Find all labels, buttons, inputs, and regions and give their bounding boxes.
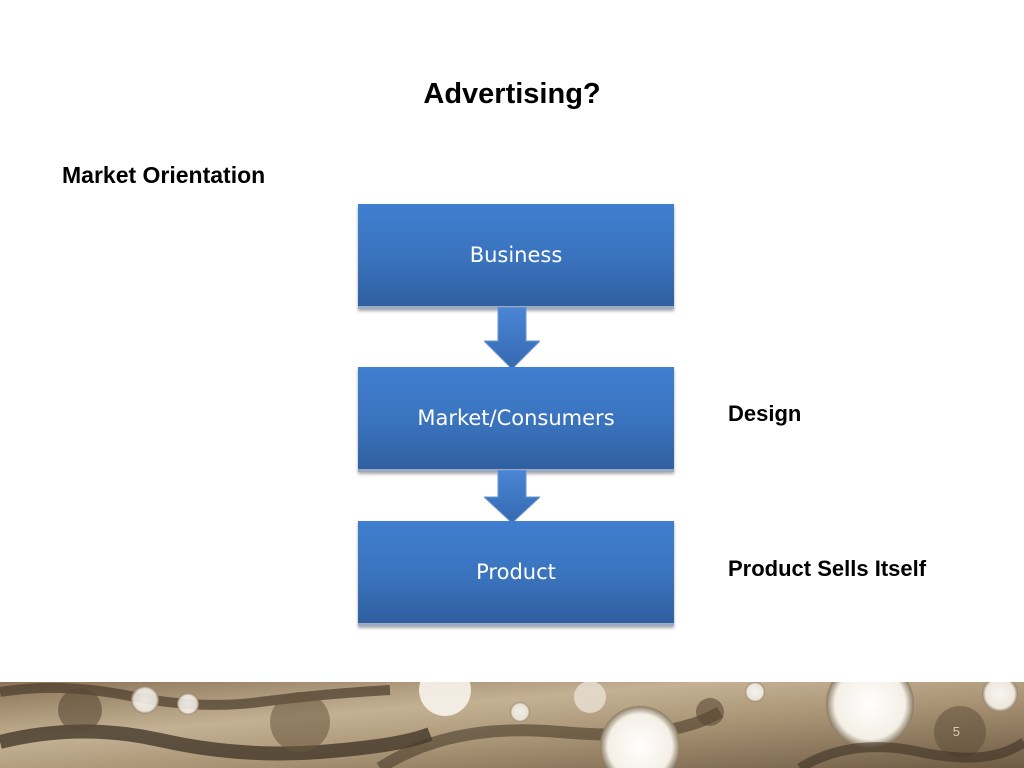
down-arrow-icon (484, 307, 540, 369)
down-arrow-icon (484, 470, 540, 523)
side-label-product-sells-itself: Product Sells Itself (728, 556, 927, 581)
flow-box-label: Business (469, 243, 563, 267)
flow-box-business: Business (358, 204, 674, 309)
slide-subtitle: Market Orientation (62, 162, 266, 188)
gears-footer-image (0, 682, 1024, 768)
flow-box-label: Market/Consumers (417, 406, 615, 430)
page-number: 5 (952, 724, 960, 739)
slide-title: Advertising? (423, 78, 601, 110)
side-label-design: Design (728, 401, 802, 426)
flow-box-label: Product (476, 560, 556, 584)
flow-box-market-consumers: Market/Consumers (358, 367, 674, 472)
flow-box-product: Product (358, 521, 674, 626)
